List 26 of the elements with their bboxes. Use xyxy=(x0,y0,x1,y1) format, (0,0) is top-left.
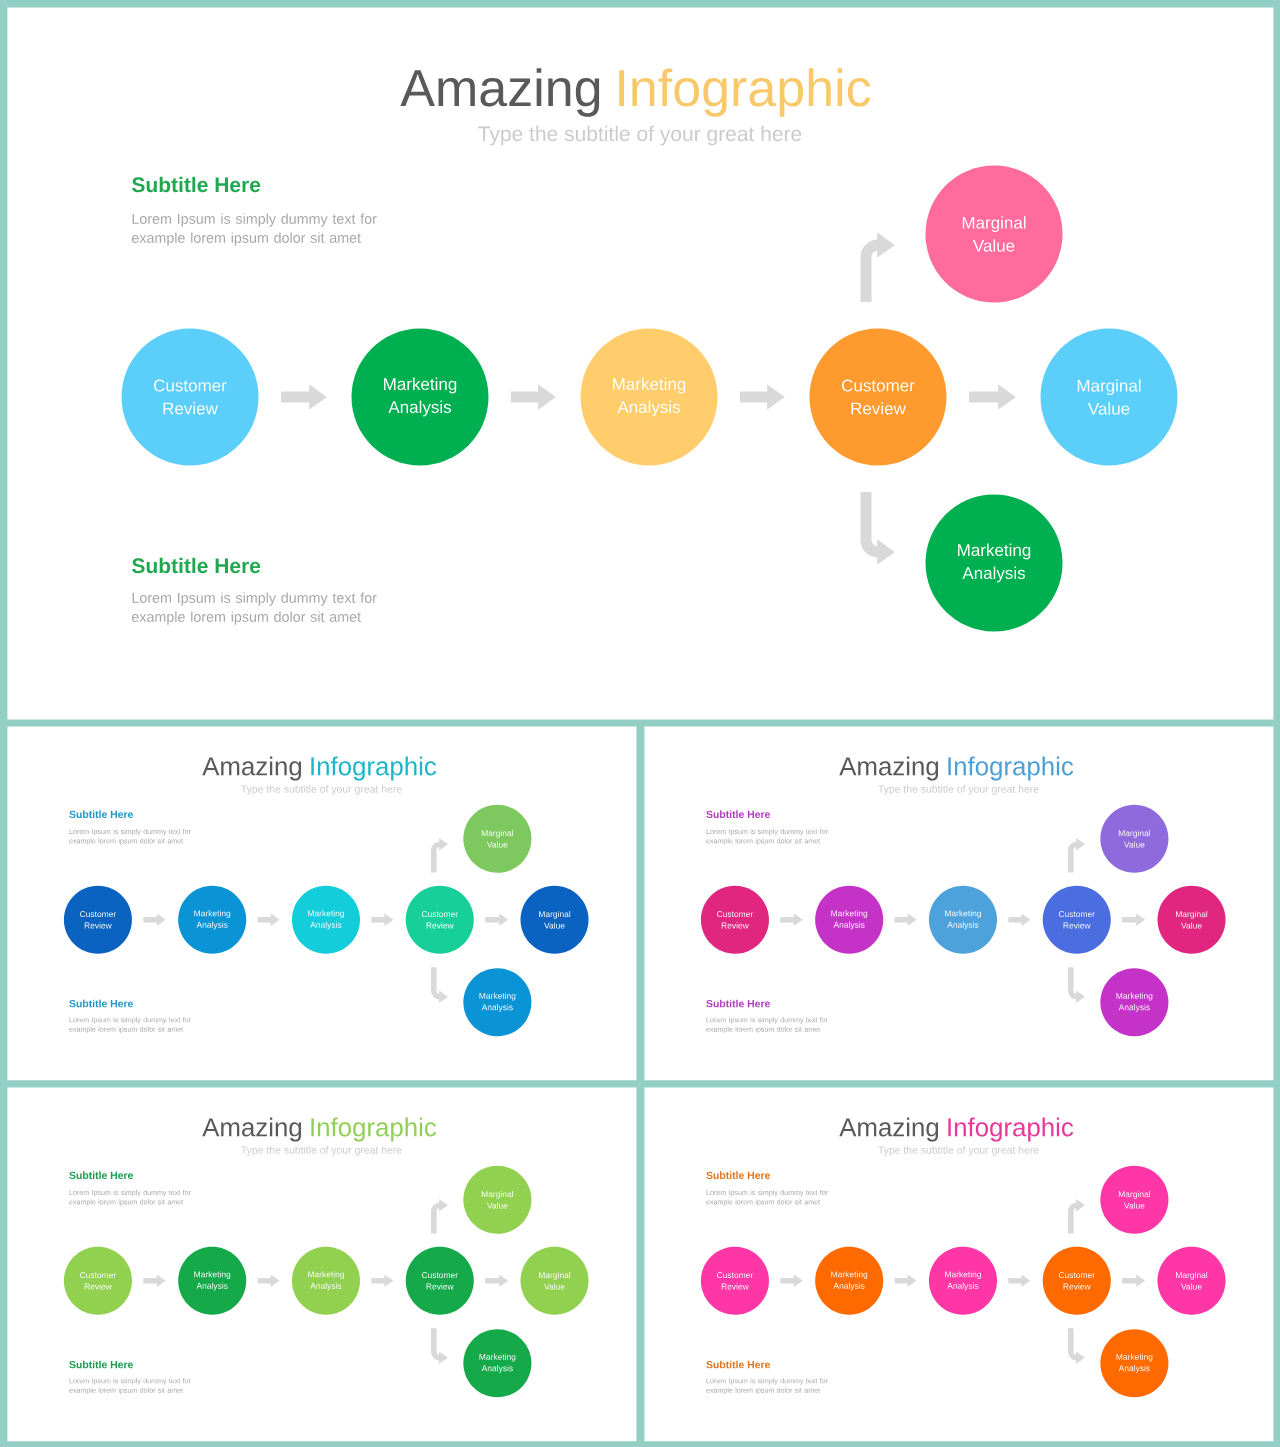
section-heading: Subtitle Here xyxy=(706,1360,770,1369)
body-text: Lorem Ipsum is simply dummy text for example lorem ipsum dolor sit amet xyxy=(132,592,377,625)
arrow xyxy=(1068,1198,1085,1234)
title-text: Amazing xyxy=(400,68,600,117)
arrow xyxy=(431,837,448,873)
section-heading: Subtitle Here xyxy=(69,810,133,818)
title-text: Infographic xyxy=(948,1117,1074,1142)
title-text: Amazing xyxy=(202,1117,302,1142)
title-text: Amazing xyxy=(839,756,939,781)
title-text: Infographic xyxy=(948,756,1074,781)
section-heading: Subtitle Here xyxy=(706,810,770,818)
section-heading: Subtitle Here xyxy=(132,557,261,574)
title-text: Infographic xyxy=(619,68,871,117)
title-text: Infographic xyxy=(311,756,437,781)
arrow xyxy=(1068,837,1085,873)
body-text: Lorem Ipsum is simply dummy text for example lorem ipsum dolor sit amet xyxy=(132,213,377,246)
section-heading: Subtitle Here xyxy=(132,176,261,193)
title-text: Infographic xyxy=(311,1117,437,1142)
section-heading: Subtitle Here xyxy=(706,1171,770,1179)
section-heading: Subtitle Here xyxy=(69,1360,133,1369)
section-heading: Subtitle Here xyxy=(69,999,133,1008)
title-text: Amazing xyxy=(202,756,302,781)
section-heading: Subtitle Here xyxy=(706,999,770,1008)
section-heading: Subtitle Here xyxy=(69,1171,133,1179)
arrow xyxy=(431,1198,448,1234)
title-text: Amazing xyxy=(839,1117,939,1142)
